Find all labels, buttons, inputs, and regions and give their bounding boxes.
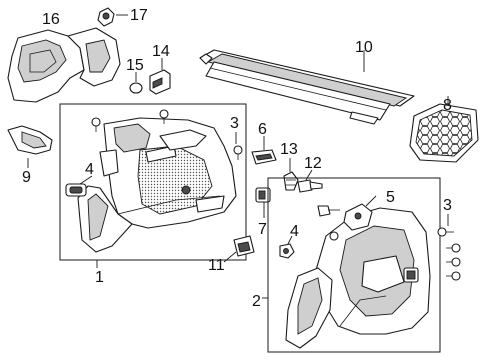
callout-4-right: 4	[290, 223, 299, 240]
callout-16: 16	[42, 11, 60, 28]
callout-17: 17	[130, 7, 148, 24]
callout-4-left: 4	[85, 161, 94, 178]
part-3-right-fasteners	[437, 214, 461, 281]
part-4-left-grommet	[65, 175, 93, 197]
part-8-net-panel	[409, 96, 479, 163]
part-15-bulb	[129, 72, 143, 94]
callout-1: 1	[95, 269, 104, 286]
callout-5: 5	[386, 189, 395, 206]
callout-15: 15	[126, 57, 144, 74]
part-10-cargo-cover	[199, 49, 415, 125]
callout-11: 11	[208, 257, 225, 274]
part-17-clip	[97, 7, 128, 27]
callout-9: 9	[22, 169, 31, 186]
callout-6: 6	[258, 121, 267, 138]
callout-10: 10	[355, 39, 373, 56]
assembly-2-box	[267, 177, 441, 353]
part-14-module	[149, 58, 171, 95]
part-12-bolt	[297, 169, 323, 193]
callout-13: 13	[280, 141, 298, 158]
callout-3-left: 3	[230, 115, 239, 132]
assembly-1-box	[59, 103, 247, 261]
push-pins-box1	[91, 109, 243, 160]
part-4-right-nut	[279, 235, 295, 259]
part-1-quarter-trim	[77, 117, 237, 253]
part-16-insulator	[7, 27, 121, 103]
callout-3-right: 3	[443, 197, 452, 214]
part-5-bracket	[343, 195, 377, 231]
screw-box2	[317, 205, 340, 217]
callout-14: 14	[152, 43, 170, 60]
callout-8: 8	[443, 97, 452, 114]
callout-12: 12	[304, 155, 322, 172]
part-2-quarter-trim	[285, 207, 431, 349]
callout-2: 2	[252, 293, 261, 310]
part-11-connector	[223, 235, 255, 263]
part-13-spring	[283, 158, 299, 191]
part-7-plug	[255, 187, 271, 218]
part-6-clip	[251, 136, 277, 165]
part-9-handle	[7, 125, 53, 168]
callout-7: 7	[258, 221, 267, 238]
